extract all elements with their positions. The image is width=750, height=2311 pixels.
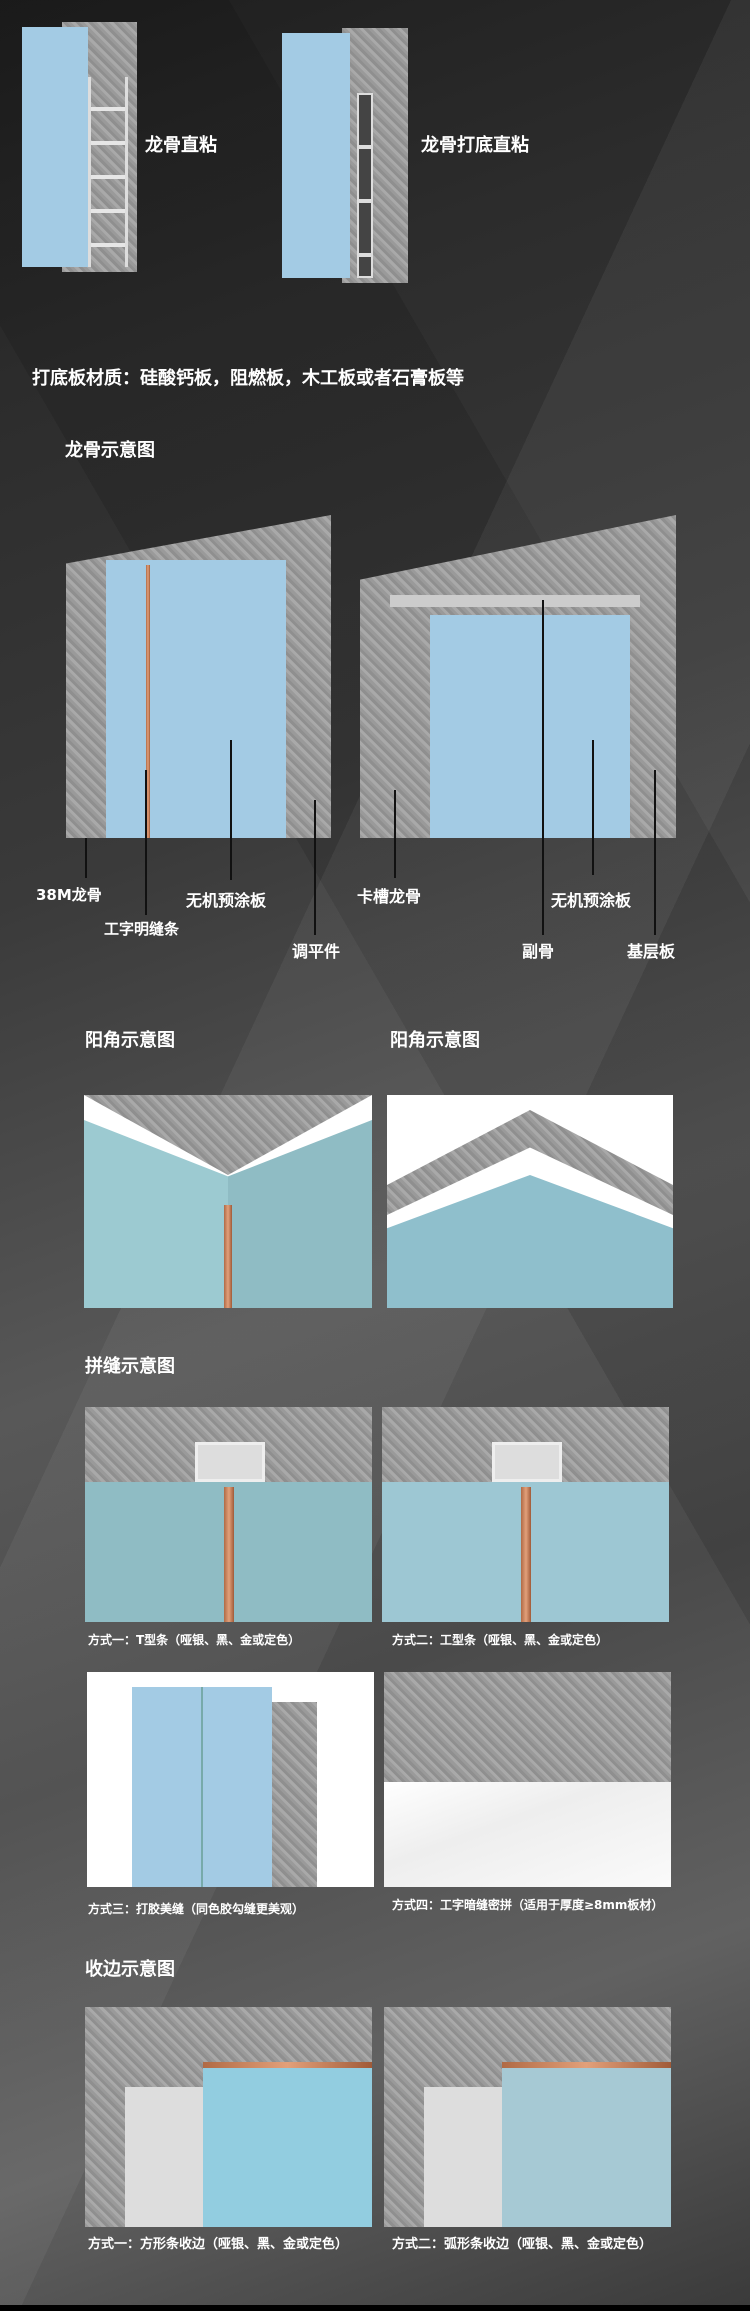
section-title-seam: 拼缝示意图 (85, 1356, 175, 1377)
edge-image-square (85, 2007, 372, 2227)
label-38m-keel: 38M龙骨 (36, 886, 102, 904)
label-i-seam-strip: 工字明缝条 (104, 920, 180, 938)
seam-caption-3: 方式三：打胶美缝（同色胶勾缝更美观） (88, 1902, 305, 1916)
seam-image-hidden (384, 1672, 671, 1887)
wall-keel-direct-illustration (22, 22, 137, 272)
wall-keel-base-illustration (282, 28, 408, 283)
keel-diagram-right (360, 515, 676, 838)
corner-image-1 (84, 1095, 372, 1308)
section-title-corner-left: 阳角示意图 (85, 1030, 175, 1051)
corner-image-2 (387, 1095, 673, 1308)
label-leveler: 调平件 (292, 942, 341, 961)
section-title-corner-right: 阳角示意图 (390, 1030, 480, 1051)
seam-image-t-strip (85, 1407, 372, 1622)
label-keel-base-direct: 龙骨打底直粘 (421, 135, 529, 156)
label-sub-keel: 副骨 (522, 942, 555, 961)
material-note: 打底板材质：硅酸钙板，阻燃板，木工板或者石膏板等 (32, 368, 464, 389)
seam-caption-2: 方式二：工型条（哑银、黑、金或定色） (392, 1633, 609, 1647)
seam-image-i-strip (382, 1407, 669, 1622)
bottom-bar (0, 2305, 750, 2311)
edge-caption-1: 方式一：方形条收边（哑银、黑、金或定色） (88, 2237, 349, 2252)
label-inorganic-panel-left: 无机预涂板 (186, 891, 267, 910)
seam-caption-4: 方式四：工字暗缝密拼（适用于厚度≥8mm板材） (392, 1898, 664, 1912)
label-base-board: 基层板 (627, 942, 676, 961)
label-inorganic-panel-right: 无机预涂板 (551, 891, 632, 910)
edge-caption-2: 方式二：弧形条收边（哑银、黑、金或定色） (392, 2237, 653, 2252)
label-keel-direct: 龙骨直粘 (145, 135, 217, 156)
section-title-edge: 收边示意图 (85, 1959, 175, 1980)
section-title-keel: 龙骨示意图 (65, 440, 155, 461)
seam-image-glue (87, 1672, 374, 1887)
seam-caption-1: 方式一：T型条（哑银、黑、金或定色） (88, 1633, 301, 1647)
edge-image-arc (384, 2007, 671, 2227)
label-slot-keel: 卡槽龙骨 (357, 887, 422, 906)
keel-diagram-left (66, 515, 331, 838)
